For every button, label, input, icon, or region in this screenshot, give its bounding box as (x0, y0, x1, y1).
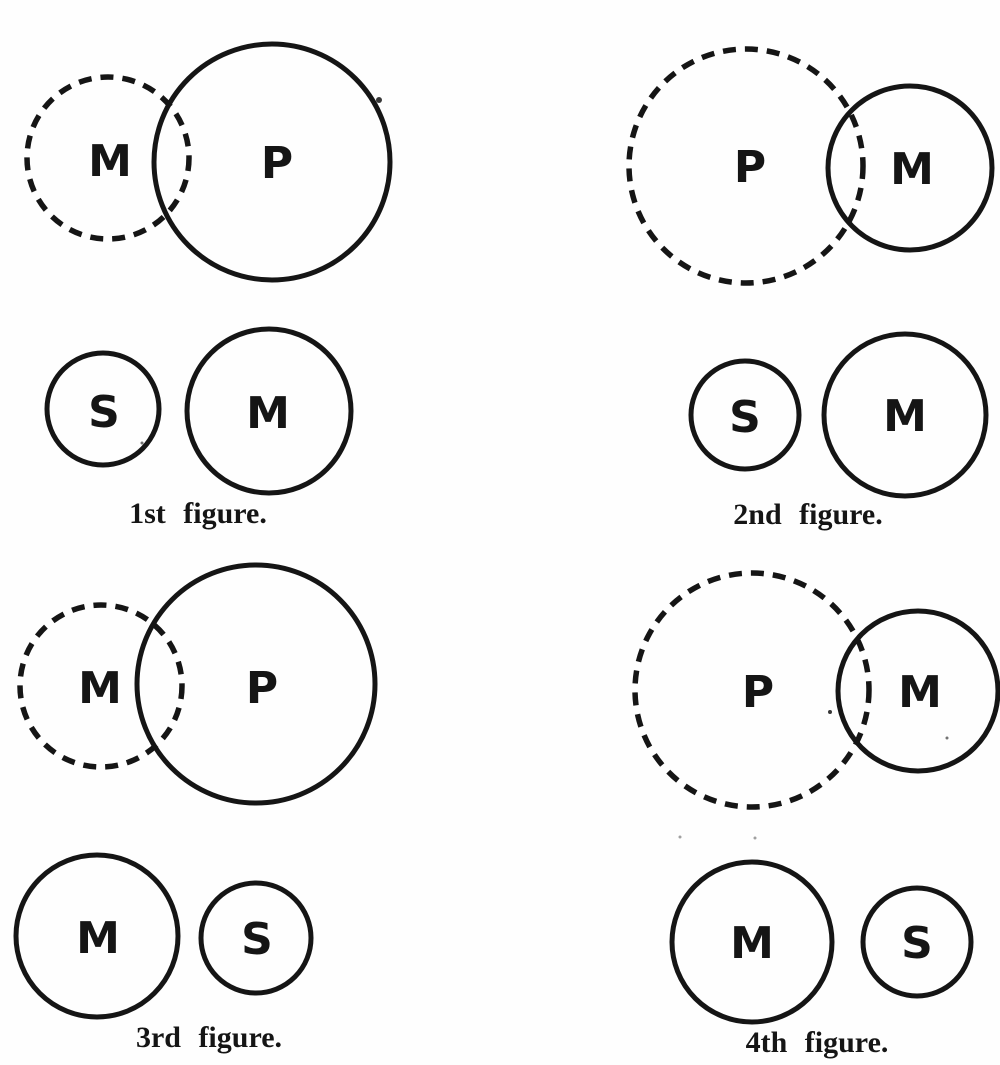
figure-4: P M M S 4th figure. (632, 570, 1000, 1059)
fig1-label-s-lower: S (88, 387, 120, 438)
figure-1: M P S M 1st figure. (24, 41, 393, 530)
fig4-label-m-lower: M (730, 918, 774, 969)
ink-speck (678, 835, 682, 839)
fig1-lower-circle-s (44, 350, 162, 468)
fig2-label-p-premise: P (734, 142, 766, 193)
fig4-lower-circle-s (860, 885, 974, 999)
fig2-caption: 2nd figure. (733, 498, 882, 531)
fig1-lower-circle-m (184, 326, 354, 496)
fig2-lower-circle-m (821, 331, 989, 499)
fig4-label-m-premise: M (898, 667, 942, 718)
fig1-label-m-lower: M (246, 388, 290, 439)
fig1-label-p-premise: P (261, 138, 293, 189)
fig4-premise-circle-p (632, 570, 872, 810)
ink-specks (140, 97, 949, 840)
fig1-label-m-premise: M (88, 136, 132, 187)
ink-speck (140, 441, 144, 445)
fig3-premise-circle-p (134, 562, 378, 806)
fig3-lower-circle-s (198, 880, 314, 996)
fig4-caption: 4th figure. (746, 1026, 889, 1059)
fig2-lower-circle-s (688, 358, 802, 472)
fig2-premise-circle-m (825, 83, 995, 253)
ink-speck (945, 736, 949, 740)
fig2-label-s-lower: S (729, 392, 761, 443)
fig4-lower-circle-m (669, 859, 835, 1025)
fig4-premise-circle-m (835, 608, 1000, 774)
ink-speck (376, 97, 382, 103)
fig3-lower-circle-m (13, 852, 181, 1020)
ink-speck (828, 710, 832, 714)
fig3-caption: 3rd figure. (136, 1021, 282, 1054)
fig1-premise-circle-p (151, 41, 393, 283)
ink-speck (753, 836, 757, 840)
fig3-premise-circle-m (17, 602, 185, 770)
figure-2: P M S M 2nd figure. (626, 46, 995, 531)
fig3-label-m-lower: M (76, 913, 120, 964)
fig2-label-m-lower: M (883, 391, 927, 442)
fig3-label-s-lower: S (241, 914, 273, 965)
fig3-label-m-premise: M (78, 663, 122, 714)
fig4-label-s-lower: S (901, 918, 933, 969)
fig1-premise-circle-m (24, 74, 192, 242)
fig2-label-m-premise: M (890, 144, 934, 195)
fig1-caption: 1st figure. (129, 497, 267, 530)
fig4-label-p-premise: P (742, 667, 774, 718)
fig2-premise-circle-p (626, 46, 866, 286)
fig3-label-p-premise: P (246, 663, 278, 714)
figure-3: M P M S 3rd figure. (13, 562, 378, 1054)
